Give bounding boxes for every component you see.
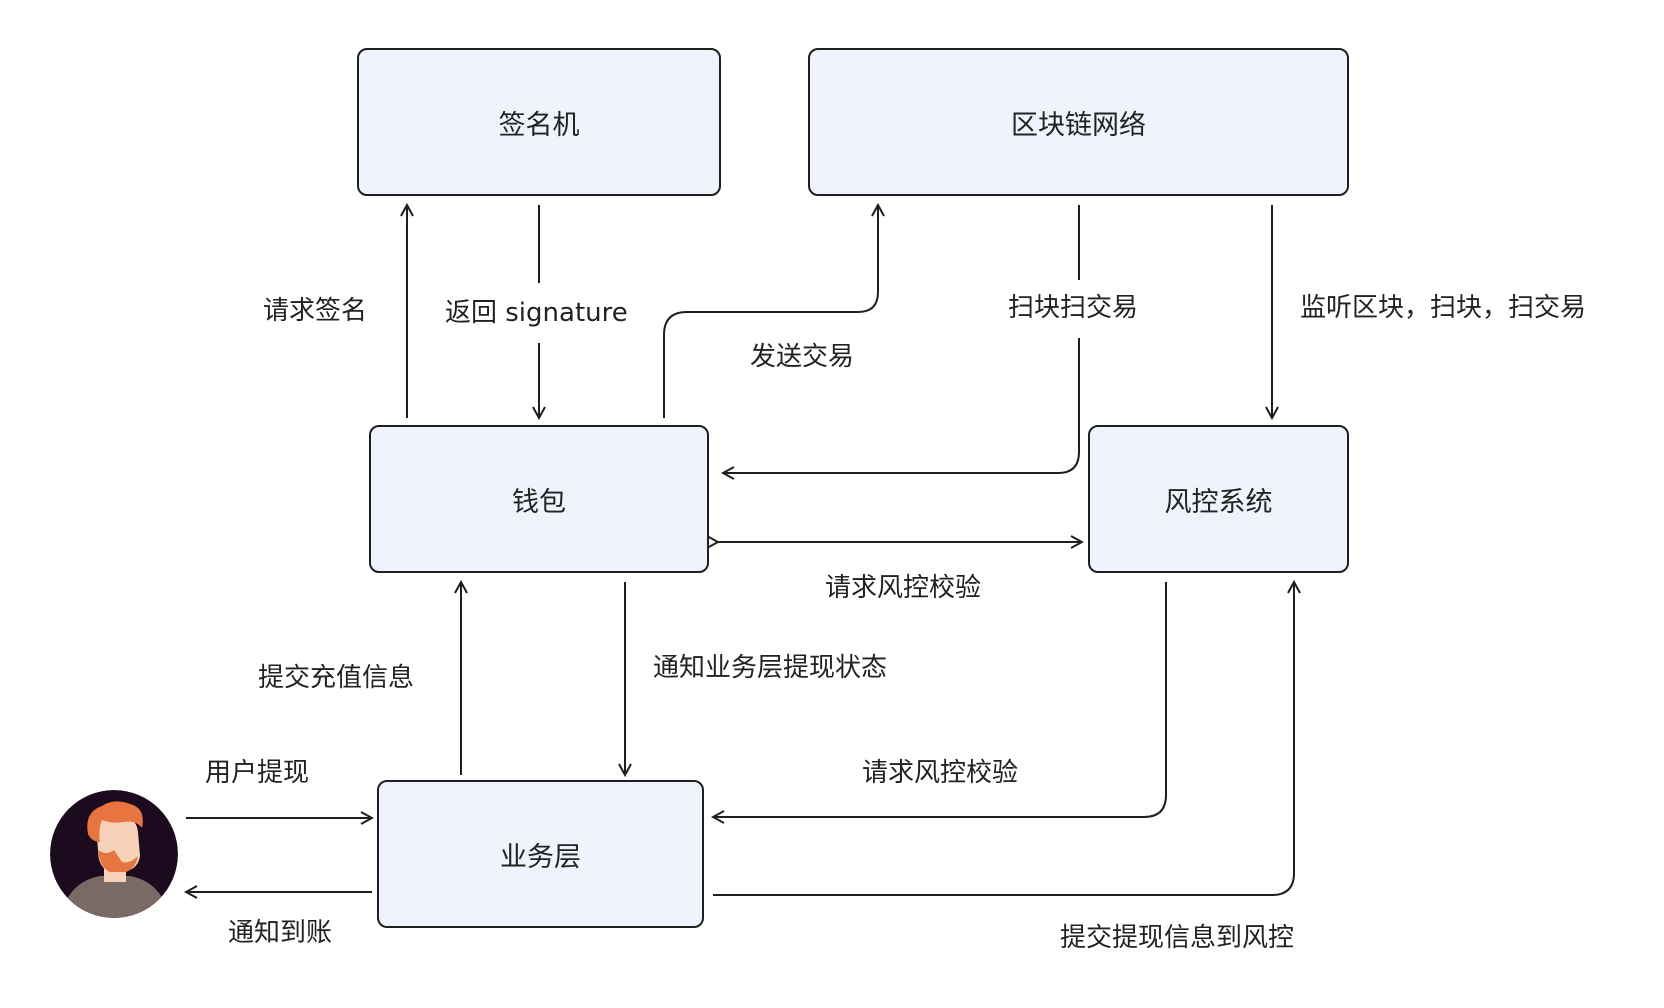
label-send-transaction: 发送交易	[750, 342, 855, 372]
label-scan-blocks: 扫块扫交易	[1008, 293, 1139, 323]
edge-business-risk-check	[713, 582, 1167, 817]
node-business: 业务层	[377, 780, 704, 928]
label-request-signature: 请求签名	[263, 296, 368, 326]
user-avatar-icon	[50, 790, 178, 918]
node-risk-control: 风控系统	[1088, 425, 1349, 573]
label-return-signature: 返回 signature	[445, 298, 628, 328]
node-blockchain: 区块链网络	[808, 48, 1349, 196]
node-signer: 签名机	[357, 48, 721, 196]
edge-scan-blocks-bottom	[723, 338, 1080, 473]
label-monitor-blocks: 监听区块，扫块，扫交易	[1300, 293, 1587, 323]
node-wallet: 钱包	[369, 425, 709, 573]
node-wallet-label: 钱包	[512, 486, 566, 518]
avatar-hair	[87, 801, 143, 842]
label-notify-arrival: 通知到账	[228, 918, 333, 948]
avatar-beard	[98, 850, 138, 872]
node-signer-label: 签名机	[498, 109, 580, 141]
label-notify-withdraw-status: 通知业务层提现状态	[653, 653, 888, 683]
node-business-label: 业务层	[500, 841, 581, 873]
label-submit-withdraw-to-risk: 提交提现信息到风控	[1060, 923, 1295, 953]
label-wallet-risk-check: 请求风控校验	[825, 573, 982, 603]
node-risk-control-label: 风控系统	[1164, 486, 1273, 518]
edge-submit-withdraw-to-risk	[713, 582, 1294, 896]
avatar-shirt	[60, 876, 170, 918]
label-submit-deposit: 提交充值信息	[258, 663, 415, 693]
node-blockchain-label: 区块链网络	[1011, 109, 1146, 141]
edge-send-transaction	[663, 205, 878, 418]
label-business-risk-check: 请求风控校验	[862, 758, 1019, 788]
label-user-withdraw: 用户提现	[205, 758, 310, 788]
